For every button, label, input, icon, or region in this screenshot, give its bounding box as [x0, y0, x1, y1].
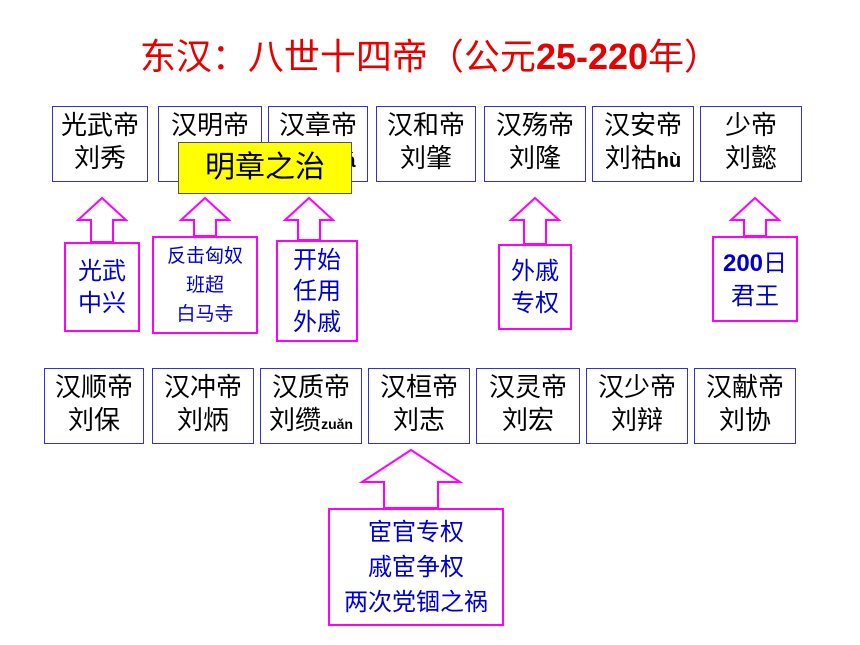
emperor-title: 汉质帝 — [271, 373, 350, 403]
emperor-box-shaodi-2: 汉少帝 刘辩 — [586, 368, 688, 444]
note-shangdi: 外戚专权 — [498, 244, 572, 330]
emperor-person: 刘炳 — [176, 406, 229, 436]
emperor-title: 汉安帝 — [603, 111, 682, 141]
note-mingdi: 反击匈奴班超白马寺 — [152, 236, 258, 334]
emperor-title: 汉殇帝 — [495, 111, 574, 141]
emperor-person: 刘懿 — [724, 144, 777, 174]
emperor-box-xiandi: 汉献帝 刘协 — [694, 368, 796, 444]
emperor-title: 汉冲帝 — [163, 373, 242, 403]
note-zhangdi: 开始任用外戚 — [276, 240, 358, 342]
emperor-box-andi: 汉安帝 刘祜hù — [592, 106, 694, 182]
up-arrow-icon — [75, 196, 129, 243]
emperor-person: 刘隆 — [508, 144, 561, 174]
emperor-title: 汉桓帝 — [379, 373, 458, 403]
up-arrow-icon — [728, 196, 782, 237]
pinyin-label: hù — [656, 150, 682, 172]
emperor-person: 刘秀 — [73, 144, 126, 174]
emperor-box-lingdi: 汉灵帝 刘宏 — [476, 368, 580, 444]
emperor-title: 汉顺帝 — [54, 373, 133, 403]
note-shaodi: 200日 君王 — [712, 236, 798, 322]
note-huandi: 宦官专权戚宦争权两次党锢之祸 — [328, 508, 504, 626]
emperor-box-shangdi: 汉殇帝 刘隆 — [484, 106, 586, 182]
emperor-box-hedi: 汉和帝 刘肇 — [376, 106, 476, 182]
emperor-person: 刘协 — [718, 406, 771, 436]
note-guangwu: 光武中兴 — [64, 242, 140, 332]
emperor-title: 汉灵帝 — [488, 373, 567, 403]
emperor-person: 刘志 — [392, 406, 445, 436]
emperor-title: 汉章帝 — [278, 111, 357, 141]
up-arrow-icon — [358, 448, 464, 509]
emperor-person: 刘缵zuǎn — [269, 406, 353, 436]
page-title: 东汉：八世十四帝（公元25-220年） — [139, 36, 721, 78]
emperor-box-chongdi: 汉冲帝 刘炳 — [152, 368, 254, 444]
emperor-person: 刘祜hù — [604, 144, 682, 174]
emperor-person: 刘肇 — [399, 144, 452, 174]
pinyin-label: zuǎn — [321, 416, 353, 432]
mingzhang-highlight: 明章之治 — [178, 142, 352, 194]
emperor-box-shundi: 汉顺帝 刘保 — [44, 368, 144, 444]
emperor-title: 汉少帝 — [597, 373, 676, 403]
emperor-box-zhidi: 汉质帝 刘缵zuǎn — [260, 368, 362, 444]
up-arrow-icon — [178, 196, 232, 237]
emperor-title: 光武帝 — [60, 111, 139, 141]
emperor-title: 汉明帝 — [170, 111, 249, 141]
emperor-person: 刘辩 — [610, 406, 663, 436]
emperor-title: 汉和帝 — [386, 111, 465, 141]
emperor-title: 少帝 — [724, 111, 777, 141]
emperor-person: 刘保 — [67, 406, 120, 436]
up-arrow-icon — [282, 196, 336, 241]
emperor-box-shaodi: 少帝 刘懿 — [700, 106, 802, 182]
emperor-person: 刘宏 — [501, 406, 554, 436]
up-arrow-icon — [508, 196, 562, 245]
emperor-box-guangwu: 光武帝 刘秀 — [52, 106, 148, 182]
emperor-title: 汉献帝 — [705, 373, 784, 403]
emperor-box-huandi: 汉桓帝 刘志 — [368, 368, 470, 444]
